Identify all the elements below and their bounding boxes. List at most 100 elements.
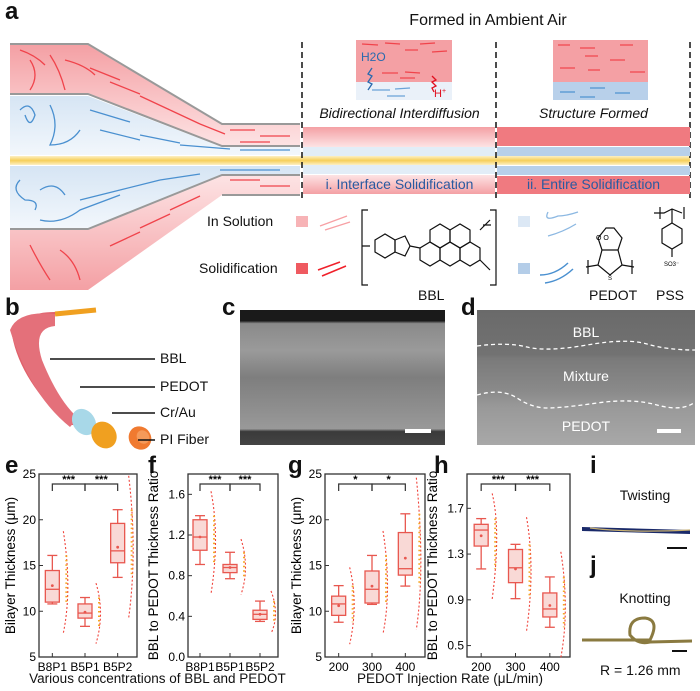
significance-label: * bbox=[387, 474, 392, 486]
bbl-solution-swatch bbox=[296, 216, 308, 227]
y-axis-label: Bilayer Thickness (μm) bbox=[3, 497, 18, 634]
structure-inset-bbl bbox=[553, 40, 648, 82]
fiber-3d-diagram bbox=[10, 307, 155, 450]
x-axis-label-gh: PEDOT Injection Rate (μL/min) bbox=[356, 671, 544, 686]
mean-point bbox=[548, 604, 552, 607]
distribution-curve bbox=[349, 567, 355, 645]
panel-label-i: i bbox=[590, 452, 597, 479]
plot-frame bbox=[38, 473, 138, 658]
distribution-curve bbox=[525, 517, 532, 632]
y-tick-label: 1.2 bbox=[168, 528, 185, 542]
distribution-curve bbox=[415, 477, 422, 630]
iqr-box bbox=[110, 522, 126, 564]
box-400 bbox=[397, 477, 422, 630]
x-tick-label: 200 bbox=[471, 660, 491, 674]
sem-image-cross-section bbox=[240, 310, 445, 445]
plot-frame bbox=[187, 473, 279, 658]
y-tick-label: 0.0 bbox=[168, 650, 185, 664]
pedot-solution-channel-bottom bbox=[10, 166, 300, 228]
box-B8P1 bbox=[44, 531, 69, 634]
sem-image-interface: BBL Mixture PEDOT bbox=[477, 310, 695, 445]
pss-chemical-structure bbox=[654, 207, 685, 257]
y-tick-label: 25 bbox=[23, 467, 37, 481]
significance-bracket bbox=[371, 483, 406, 491]
mean-point bbox=[258, 612, 262, 616]
mean-point bbox=[198, 535, 202, 539]
y-tick-label: 15 bbox=[309, 559, 323, 573]
bbl-solution-chains-icon bbox=[319, 215, 351, 231]
knotting-label: Knotting bbox=[619, 590, 671, 606]
h2o-arrow bbox=[367, 67, 373, 91]
iqr-box bbox=[507, 548, 524, 584]
x-axis-label-ef: Various concentrations of BBL and PEDOT bbox=[29, 671, 286, 686]
bbl-solution-channel-top bbox=[10, 45, 300, 146]
stage2-bbl-band bbox=[497, 127, 690, 146]
nozzle-walls bbox=[10, 43, 300, 230]
distribution-curve bbox=[95, 582, 102, 644]
mean-point bbox=[50, 584, 54, 588]
y-tick-label: 0.5 bbox=[447, 639, 464, 653]
box-B5P2 bbox=[110, 475, 134, 619]
x-tick-label: 400 bbox=[395, 660, 415, 674]
knotted-fiber-photo bbox=[582, 616, 693, 652]
scale-bar bbox=[405, 429, 431, 433]
y-tick-label: 10 bbox=[23, 604, 37, 618]
x-tick-label: 200 bbox=[329, 660, 349, 674]
mean-point bbox=[83, 610, 87, 614]
mean-point bbox=[403, 556, 407, 560]
box-B8P1 bbox=[192, 491, 217, 594]
y-tick-label: 5 bbox=[29, 650, 36, 664]
stage1-pedot-band-bottom bbox=[303, 165, 495, 174]
distribution-curve bbox=[62, 531, 69, 634]
box-B5P1 bbox=[222, 538, 247, 595]
pedot-o-atoms: O O bbox=[596, 235, 609, 242]
significance-bracket bbox=[229, 483, 261, 491]
significance-label: *** bbox=[526, 474, 540, 486]
mean-point bbox=[514, 567, 517, 571]
significance-label: *** bbox=[209, 474, 223, 486]
inset2-pedot-chains bbox=[560, 87, 630, 98]
panel-label-f: f bbox=[148, 452, 156, 479]
bbl-label: BBL bbox=[418, 287, 445, 303]
panel-label-c: c bbox=[222, 294, 236, 321]
y-tick-label: 20 bbox=[23, 513, 37, 527]
iqr-box bbox=[397, 531, 413, 576]
x-tick-label: 400 bbox=[540, 660, 560, 674]
iqr-box bbox=[192, 519, 208, 551]
inset1-bbl-chains bbox=[361, 42, 448, 79]
stage1-band-label: i. Interface Solidification bbox=[325, 176, 474, 192]
structure-inset-pedot bbox=[553, 82, 648, 100]
bbl-chains bbox=[19, 49, 290, 281]
layer-label-pedot: PEDOT bbox=[160, 378, 209, 394]
y-axis-label: Bilayer Thickness (μm) bbox=[289, 497, 304, 634]
significance-label: *** bbox=[492, 474, 506, 486]
scale-bar bbox=[657, 429, 681, 433]
stage1-caption: Bidirectional Interdiffusion bbox=[319, 105, 480, 121]
mean-point bbox=[116, 545, 120, 549]
bbl-layer-body bbox=[10, 313, 78, 427]
y-tick-label: 1.7 bbox=[447, 501, 464, 515]
y-axis-label: BBL to PEDOT Thickness Ratio bbox=[146, 471, 161, 661]
region-label-pedot: PEDOT bbox=[561, 418, 611, 434]
pedot-layer bbox=[71, 408, 97, 436]
y-tick-label: 10 bbox=[309, 604, 323, 618]
y-tick-label: 0.4 bbox=[168, 609, 185, 623]
region-boundaries bbox=[477, 340, 695, 409]
panel-a-schematic: H+ O O S bbox=[10, 40, 691, 290]
x-tick-label: B5P1 bbox=[215, 660, 245, 674]
twisted-fiber-photo bbox=[582, 527, 691, 549]
pedot-solid-chains-icon bbox=[539, 262, 574, 284]
layer-label-cr-au: Cr/Au bbox=[160, 404, 196, 420]
significance-label: *** bbox=[62, 474, 76, 486]
pedot-solution-swatch bbox=[518, 216, 530, 227]
twisting-label: Twisting bbox=[619, 487, 671, 503]
x-tick-label: 300 bbox=[505, 660, 525, 674]
x-tick-label: B8P1 bbox=[185, 660, 215, 674]
stage1-bbl-band-bottom bbox=[303, 175, 495, 194]
panel-label-h: h bbox=[434, 452, 449, 479]
x-tick-label: B8P1 bbox=[38, 660, 68, 674]
